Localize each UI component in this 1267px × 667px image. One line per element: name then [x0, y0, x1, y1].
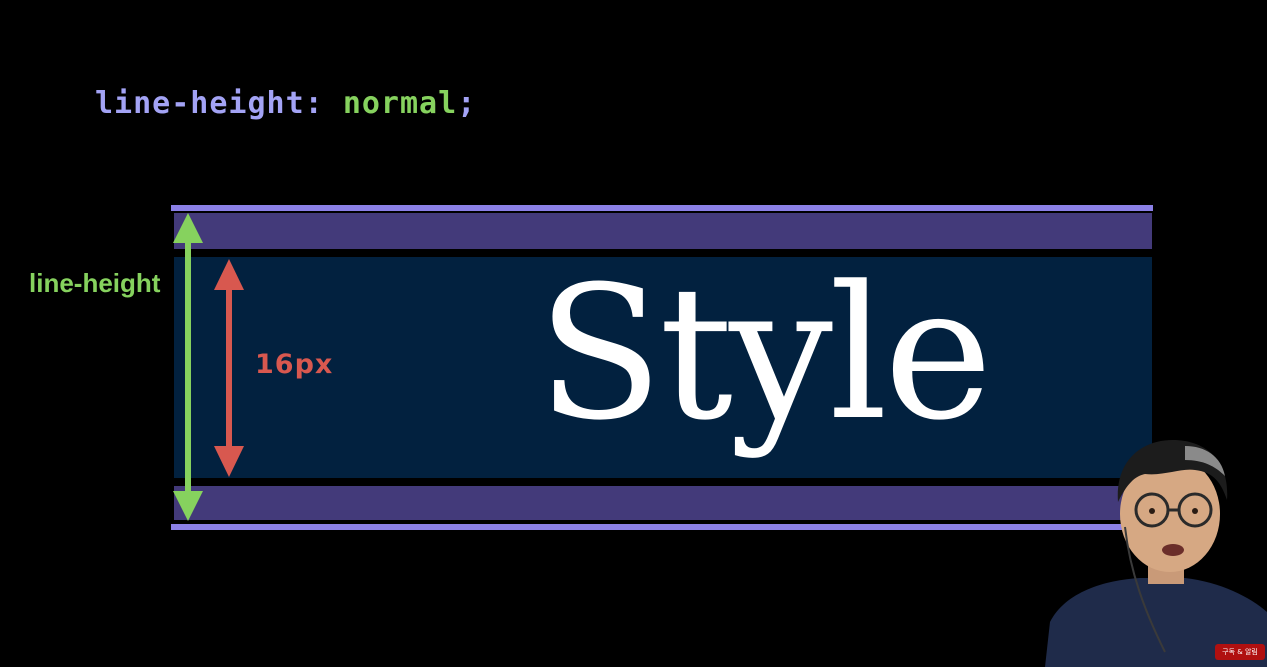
subscribe-badge[interactable]: 구독 & 알림 — [1215, 644, 1265, 660]
presenter-image — [1045, 440, 1267, 667]
half-leading-bottom — [174, 486, 1152, 520]
half-leading-top — [174, 213, 1152, 249]
presenter-video — [1045, 432, 1267, 667]
line-height-label: line-height — [29, 268, 161, 298]
font-size-arrow — [214, 259, 244, 477]
css-value: normal — [342, 86, 458, 121]
css-semicolon: ; — [457, 86, 477, 121]
css-property: line-height: — [95, 86, 324, 121]
sample-text: Style — [537, 247, 993, 461]
font-size-label: 16px — [255, 349, 334, 380]
line-height-arrow — [173, 213, 203, 521]
css-declaration: line-height: normal; — [95, 86, 476, 121]
line-box-top-edge — [171, 205, 1153, 211]
content-area — [174, 257, 1152, 478]
line-box-bottom-edge — [171, 524, 1153, 530]
